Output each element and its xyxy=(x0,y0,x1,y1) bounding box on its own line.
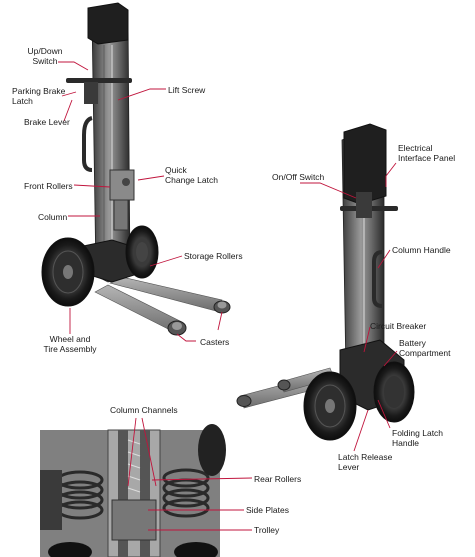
label-circuit-breaker: Circuit Breaker xyxy=(370,321,427,331)
label-column: Column xyxy=(38,212,68,222)
leader-lines xyxy=(58,61,398,531)
label-trolley: Trolley xyxy=(254,525,280,535)
right-lift-illustration xyxy=(236,123,415,441)
left-lift-illustration xyxy=(41,2,231,336)
column-closeup-photo xyxy=(40,424,226,557)
label-brake-lever: Brake Lever xyxy=(24,117,70,127)
label-storage-rollers: Storage Rollers xyxy=(184,251,243,261)
label-rear-rollers: Rear Rollers xyxy=(254,474,302,484)
label-casters: Casters xyxy=(200,337,230,347)
label-column-handle: Column Handle xyxy=(392,245,451,255)
label-column-channels: Column Channels xyxy=(110,405,178,415)
label-front-rollers: Front Rollers xyxy=(24,181,73,191)
label-side-plates: Side Plates xyxy=(246,505,289,515)
label-on-off-switch: On/Off Switch xyxy=(272,172,325,182)
label-lift-screw: Lift Screw xyxy=(168,85,206,95)
